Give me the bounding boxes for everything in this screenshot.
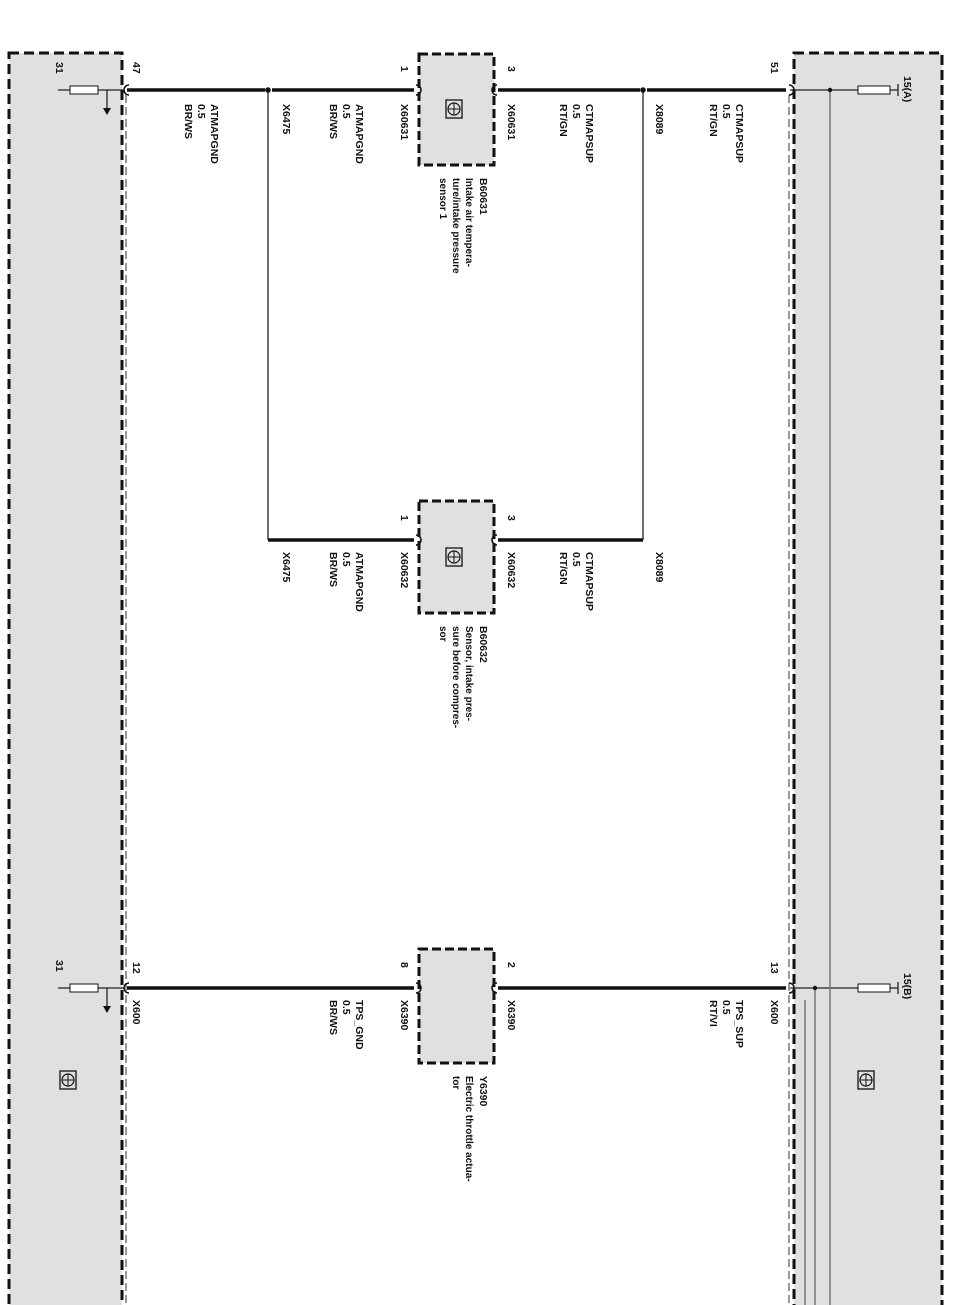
terminal-31-label: 31 [53, 62, 65, 74]
connector-label: X6390 [398, 1000, 410, 1031]
wire-label-atmapgnd: ATMAPGND 0.5 BR/WS [327, 552, 365, 612]
svg-text:0.5: 0.5 [720, 104, 732, 119]
svg-text:ATMAPGND: ATMAPGND [353, 104, 365, 164]
connector-label: X60631 [505, 104, 517, 140]
svg-text:0.5: 0.5 [570, 104, 582, 119]
fuse-icon [790, 84, 899, 994]
svg-text:Electric throttle actua-: Electric throttle actua- [463, 1076, 474, 1182]
ecu-icon [857, 1070, 875, 1090]
ground-arrow-icon [103, 90, 111, 1013]
pin-label: 12 [130, 962, 142, 974]
pin-terminals [123, 84, 795, 994]
right-power-module [792, 51, 944, 1305]
svg-text:TPS_GND: TPS_GND [353, 1000, 365, 1050]
svg-text:CTMAPSUP: CTMAPSUP [583, 552, 595, 611]
wire-atmapgnd[interactable] [127, 87, 414, 542]
component-label-y6390: Y6390 Electric throttle actua- tor [450, 1076, 489, 1182]
wire-ctmapsup[interactable] [498, 87, 786, 542]
splice-label: X8089 [653, 552, 665, 583]
svg-text:Y6390: Y6390 [477, 1076, 489, 1107]
pin-label: 47 [130, 62, 142, 74]
pin-label: 3 [505, 515, 517, 521]
svg-text:sensor 1: sensor 1 [437, 178, 448, 220]
svg-text:0.5: 0.5 [570, 552, 582, 567]
svg-text:tor: tor [450, 1076, 461, 1089]
svg-text:0.5: 0.5 [720, 1000, 732, 1015]
svg-text:RT/VI: RT/VI [707, 1000, 719, 1027]
left-control-module [7, 51, 124, 1305]
svg-text:BR/WS: BR/WS [182, 104, 194, 139]
sensor-icon [445, 99, 463, 119]
wire-label-tps-sup: TPS_SUP 0.5 RT/VI [707, 1000, 745, 1048]
svg-text:Intake air tempera-: Intake air tempera- [463, 178, 474, 267]
svg-text:0.5: 0.5 [340, 104, 352, 119]
svg-text:CTMAPSUP: CTMAPSUP [583, 104, 595, 163]
connector-label: X600 [130, 1000, 142, 1025]
svg-text:0.5: 0.5 [195, 104, 207, 119]
wire-label-ctmapsup: CTMAPSUP 0.5 RT/GN [707, 104, 745, 163]
pin-label: 13 [768, 962, 780, 974]
svg-text:RT/GN: RT/GN [707, 104, 719, 137]
splice-label: X8089 [653, 104, 665, 135]
svg-text:ATMAPGND: ATMAPGND [353, 552, 365, 612]
ecu-icon [59, 1070, 77, 1090]
wire-label-tps-gnd: TPS_GND 0.5 BR/WS [327, 1000, 365, 1050]
component-b60631[interactable] [417, 52, 496, 167]
svg-text:RT/GN: RT/GN [557, 552, 569, 585]
connector-label: X60631 [398, 104, 410, 140]
connector-label: X600 [768, 1000, 780, 1025]
wire-label-atmapgnd: ATMAPGND 0.5 BR/WS [182, 104, 220, 164]
svg-text:ATMAPGND: ATMAPGND [208, 104, 220, 164]
connector-label: X60632 [505, 552, 517, 588]
pin-label: 3 [505, 66, 517, 72]
terminal-15a-label: 15(A) [901, 76, 913, 102]
connector-label: X60632 [398, 552, 410, 588]
fuse-icon [58, 85, 124, 993]
svg-text:CTMAPSUP: CTMAPSUP [733, 104, 745, 163]
component-label-b60631: B60631 Intake air tempera- ture/intake p… [437, 178, 489, 274]
svg-text:BR/WS: BR/WS [327, 552, 339, 587]
svg-text:TPS_SUP: TPS_SUP [733, 1000, 745, 1048]
svg-text:Sensor, intake pres-: Sensor, intake pres- [463, 626, 474, 721]
svg-text:BR/WS: BR/WS [327, 104, 339, 139]
terminal-15b-label: 15(B) [901, 973, 913, 999]
connector-label: X6390 [505, 1000, 517, 1031]
svg-text:B60632: B60632 [477, 626, 489, 663]
pin-label: 1 [398, 66, 410, 72]
svg-text:ture/intake pressure: ture/intake pressure [450, 178, 461, 274]
wire-label-ctmapsup: CTMAPSUP 0.5 RT/GN [557, 552, 595, 611]
power-bus-lines [804, 87, 833, 1305]
component-y6390[interactable] [417, 947, 496, 1065]
svg-text:BR/WS: BR/WS [327, 1000, 339, 1035]
svg-text:B60631: B60631 [477, 178, 489, 215]
svg-text:sure before compres-: sure before compres- [450, 626, 461, 728]
terminal-31-label: 31 [53, 960, 65, 972]
wire-label-ctmapsup: CTMAPSUP 0.5 RT/GN [557, 104, 595, 163]
pin-label: 2 [505, 962, 517, 968]
sensor-icon [445, 547, 463, 567]
svg-text:0.5: 0.5 [340, 552, 352, 567]
svg-text:RT/GN: RT/GN [557, 104, 569, 137]
pin-label: 51 [768, 62, 780, 74]
wire-label-atmapgnd: ATMAPGND 0.5 BR/WS [327, 104, 365, 164]
component-label-b60632: B60632 Sensor, intake pres- sure before … [437, 626, 489, 728]
pin-label: 8 [398, 962, 410, 968]
splice-label: X6475 [280, 104, 292, 135]
svg-text:sor: sor [437, 626, 448, 642]
splice-label: X6475 [280, 552, 292, 583]
svg-text:0.5: 0.5 [340, 1000, 352, 1015]
pin-label: 1 [398, 515, 410, 521]
